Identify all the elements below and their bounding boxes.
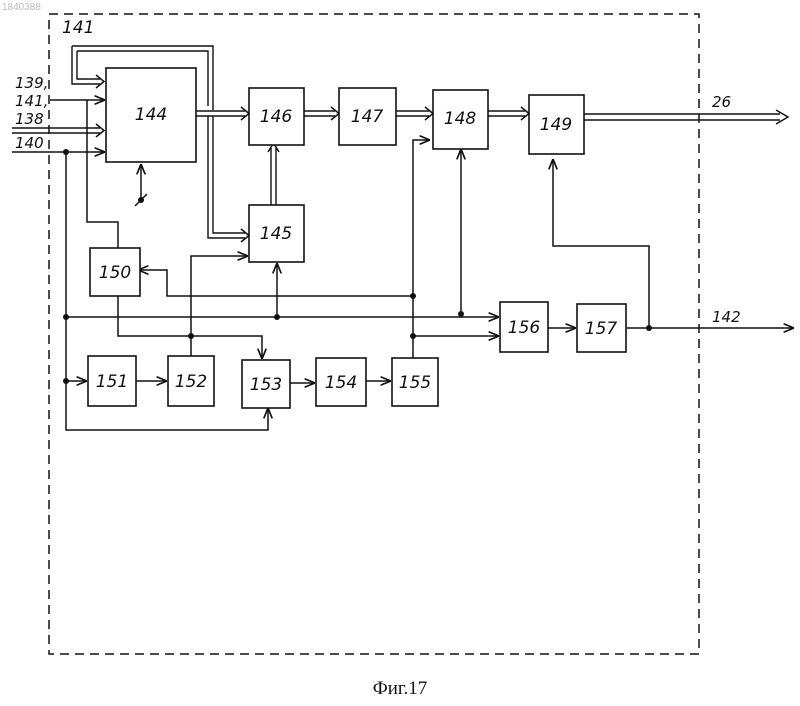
block-157: 157 [577,304,626,352]
block-151-label: 151 [96,372,128,392]
block-152-label: 152 [175,372,207,392]
block-149: 149 [529,95,584,154]
block-156: 156 [500,302,548,352]
block-144-label: 144 [135,105,167,125]
block-151: 151 [88,356,136,406]
block-150: 150 [90,248,140,296]
block-155: 155 [392,358,438,406]
block-147: 147 [339,88,396,145]
block-157-label: 157 [585,319,618,339]
input-label-140: 140 [15,134,44,152]
block-152: 152 [168,356,214,406]
block-153-label: 153 [250,375,282,395]
input-label-138: 138 [15,110,44,128]
block-153: 153 [242,360,290,408]
block-156-label: 156 [508,318,541,338]
input-label-141: 141, [15,92,48,110]
block-154: 154 [316,358,366,406]
output-label-142: 142 [712,308,741,326]
block-145-label: 145 [260,224,292,244]
block-144: 144 [106,68,196,162]
block-150-label: 150 [99,263,131,283]
block-149-label: 149 [540,115,572,135]
figure-caption: Фиг.17 [0,678,800,700]
corner-code: 1840388 [2,2,41,13]
output-label-26: 26 [712,93,731,111]
input-label-139: 139, [15,74,48,92]
block-148: 148 [433,90,488,149]
block-148-label: 148 [444,109,477,129]
block-146: 146 [249,88,304,145]
block-147-label: 147 [351,107,384,127]
frame-label: 141 [62,18,94,38]
block-146-label: 146 [260,107,293,127]
block-155-label: 155 [399,373,431,393]
block-145: 145 [249,205,304,262]
block-154-label: 154 [325,373,357,393]
